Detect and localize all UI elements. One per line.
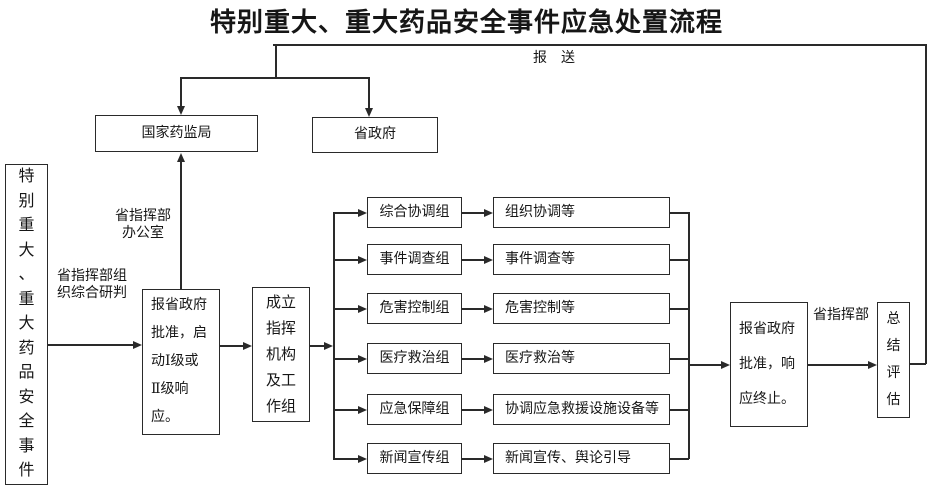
arrowhead-right-icon [358, 209, 367, 217]
nmpa-box: 国家药监局 [95, 115, 258, 152]
group-task-line [462, 409, 486, 411]
task-box-2: 事件调查等 [493, 244, 670, 275]
event-box: 特 别 重 大 、 重 大 药 品 安 全 事 件 [5, 164, 48, 485]
branch-line [333, 409, 359, 411]
arrowhead-right-icon [484, 355, 493, 363]
group-task-line [462, 212, 486, 214]
collector-out-line [688, 364, 723, 366]
collector-stub-line [670, 259, 689, 261]
branch-line [333, 259, 359, 261]
arrowhead-right-icon [484, 455, 493, 463]
evaluate-return-line [910, 363, 926, 365]
end-evaluate-line [808, 364, 870, 366]
arrowhead-down-icon [365, 108, 373, 117]
task-box-4: 医疗救治等 [493, 343, 670, 374]
return-right-line [925, 44, 927, 364]
group-task-line [462, 308, 486, 310]
approve-setup-line [220, 345, 245, 347]
collector-stub-line [670, 458, 689, 460]
arrowhead-down-icon [177, 106, 185, 115]
page-title: 特别重大、重大药品安全事件应急处置流程 [209, 8, 723, 37]
office-up-line [180, 161, 182, 289]
task-box-5: 协调应急救援设施设备等 [493, 394, 670, 425]
branch-line [333, 458, 359, 460]
office-label: 省指挥部 办公室 [115, 209, 171, 241]
arrowhead-right-icon [324, 342, 333, 350]
group-task-line [462, 358, 486, 360]
group-box-6: 新闻宣传组 [367, 443, 462, 474]
evaluate-box: 总 结 评 估 [877, 302, 910, 418]
report-top-line [273, 44, 926, 46]
research-label: 省指挥部组 织综合研判 [57, 269, 127, 301]
task-box-3: 危害控制等 [493, 293, 670, 324]
collector-stub-line [670, 308, 689, 310]
arrowhead-right-icon [358, 406, 367, 414]
branch-line [333, 358, 359, 360]
group-box-5: 应急保障组 [367, 394, 462, 425]
arrowhead-right-icon [484, 209, 493, 217]
report-label: 报 送 [533, 51, 575, 66]
task-box-1: 组织协调等 [493, 197, 670, 228]
report-split-line [180, 77, 370, 79]
setup-spine-line [310, 345, 326, 347]
arrowhead-right-icon [868, 361, 877, 369]
approve-end-box: 报省政府 批准，响 应终止。 [730, 302, 808, 427]
arrowhead-right-icon [358, 305, 367, 313]
event-approve-line [48, 344, 134, 346]
arrowhead-right-icon [484, 256, 493, 264]
branch-line [333, 212, 359, 214]
arrowhead-right-icon [484, 305, 493, 313]
provincial-gov-box: 省政府 [312, 117, 438, 153]
group-box-3: 危害控制组 [367, 293, 462, 324]
arrowhead-right-icon [243, 342, 252, 350]
collector-stub-line [670, 212, 689, 214]
to-nmpa-line [180, 77, 182, 107]
task-box-6: 新闻宣传、舆论引导 [493, 443, 670, 474]
collector-stub-line [670, 358, 689, 360]
arrowhead-right-icon [358, 256, 367, 264]
group-task-line [462, 259, 486, 261]
collector-stub-line [670, 409, 689, 411]
arrowhead-right-icon [133, 341, 142, 349]
group-box-4: 医疗救治组 [367, 343, 462, 374]
approve-start-box: 报省政府 批准，启 动Ⅰ级或 Ⅱ级响 应。 [142, 289, 220, 435]
branch-line [333, 308, 359, 310]
arrowhead-right-icon [358, 355, 367, 363]
group-task-line [462, 458, 486, 460]
to-gov-line [368, 77, 370, 109]
setup-box: 成立 指挥 机构 及工 作组 [252, 287, 310, 422]
collector-line [688, 212, 690, 459]
group-box-2: 事件调查组 [367, 244, 462, 275]
arrowhead-right-icon [721, 361, 730, 369]
command-label: 省指挥部 [813, 308, 869, 323]
report-stub-line [275, 44, 277, 78]
arrowhead-right-icon [484, 406, 493, 414]
arrowhead-up-icon [177, 153, 185, 162]
group-box-1: 综合协调组 [367, 197, 462, 228]
spine-line [333, 212, 335, 459]
arrowhead-right-icon [358, 455, 367, 463]
